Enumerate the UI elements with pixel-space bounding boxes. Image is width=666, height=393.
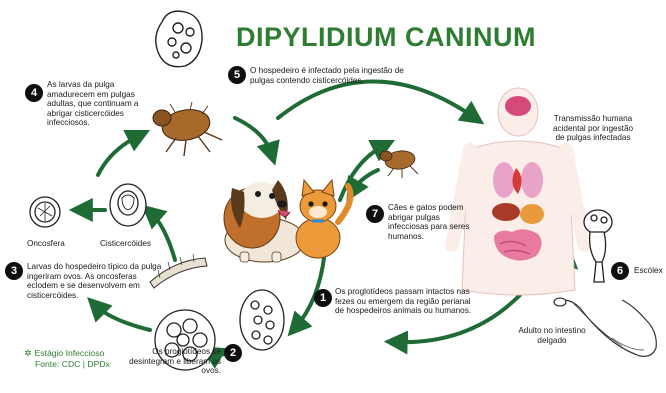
arrow-step2-to-step3 — [95, 305, 150, 330]
legend-infective-stage: ✲Estágio Infeccioso — [24, 348, 110, 359]
step-text-3: Larvas do hospedeiro típico da pulga ing… — [27, 262, 169, 300]
infective-stage-icon: ✲ — [24, 348, 32, 358]
arrow-larva-to-cysticercoid — [150, 212, 175, 260]
flea-illustration-large — [153, 102, 222, 156]
step-badge-1: 1 — [314, 289, 332, 307]
step-badge-6: 6 — [611, 262, 629, 280]
arrow-dogcat-to-flea — [340, 145, 385, 200]
step-badge-3: 3 — [5, 262, 23, 280]
step-text-7: Cães e gatos podem abrigar pulgas infecc… — [388, 203, 470, 241]
step-text-4: As larvas da pulga amadurecem em pulgas … — [47, 80, 159, 128]
arrow-step3-to-step4 — [98, 135, 140, 175]
label-adult-intestine: Adulto no intestino delgado — [514, 326, 590, 345]
oncosphere-illustration — [30, 197, 60, 227]
legend-infective-stage-label: Estágio Infeccioso — [35, 348, 105, 358]
step-text-6: Escólex — [634, 266, 663, 276]
step-badge-7: 7 — [366, 205, 384, 223]
legend: ✲Estágio Infeccioso Fonte: CDC | DPDx — [24, 348, 110, 370]
step-badge-4: 4 — [25, 84, 43, 102]
cysticercoid-illustration — [110, 184, 146, 226]
step-text-1: Os proglotídeos passam intactos nas feze… — [335, 287, 475, 316]
dog-illustration — [224, 180, 305, 262]
step-badge-2: 2 — [224, 344, 242, 362]
step-badge-5: 5 — [228, 66, 246, 84]
step-text-2: Os proglotídeos se desintegram e liberam… — [115, 347, 221, 376]
flea-illustration-small — [380, 149, 418, 178]
egg-capsule-top-illustration — [156, 11, 202, 67]
proglottid-illustration — [240, 290, 284, 350]
arrow-dogcat-to-human — [278, 82, 475, 119]
arrow-flea-to-dog — [235, 118, 272, 155]
page-title: DIPYLIDIUM CANINUM — [236, 22, 536, 53]
label-oncosphere: Oncosfera — [27, 239, 65, 249]
label-cysticercoid: Cisticercóides — [100, 239, 151, 249]
legend-source: Fonte: CDC | DPDx — [24, 359, 110, 370]
step-text-5: O hospedeiro é infectado pela ingestão d… — [250, 66, 408, 85]
label-human-transmission: Transmissão humana acidental por ingestã… — [548, 114, 638, 143]
